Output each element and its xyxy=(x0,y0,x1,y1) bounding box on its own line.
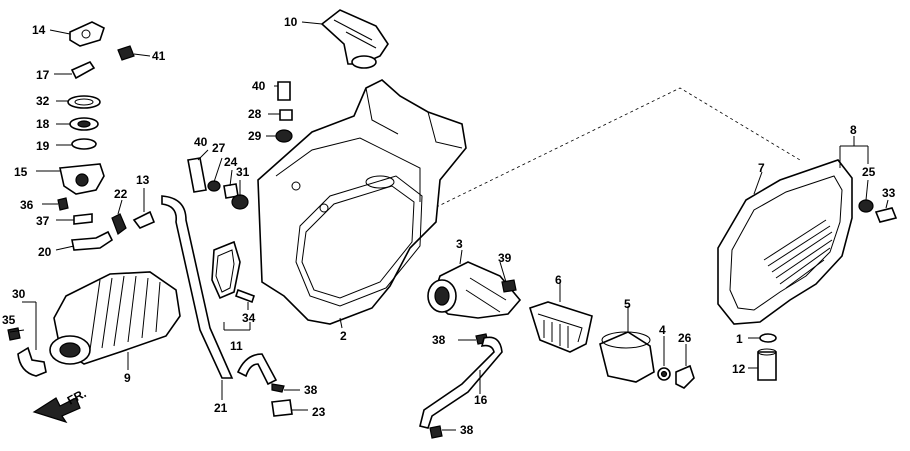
part-15-housing xyxy=(36,163,105,195)
part-5-filter xyxy=(599,306,655,383)
callout-35: 35 xyxy=(2,313,16,327)
callout-38-mid: 38 xyxy=(432,333,446,347)
callout-5: 5 xyxy=(624,297,631,311)
callout-38-lower: 38 xyxy=(304,383,318,397)
leader-lines xyxy=(9,21,507,394)
part-13-joint xyxy=(132,188,156,229)
callout-21: 21 xyxy=(214,401,228,415)
part-32-ring xyxy=(56,95,101,109)
callout-28: 28 xyxy=(248,107,262,121)
callout-24: 24 xyxy=(224,155,238,169)
part-41-bolt xyxy=(117,45,151,61)
callout-37: 37 xyxy=(36,214,50,228)
part-38-clip-bottom xyxy=(429,425,456,439)
callout-2: 2 xyxy=(340,329,347,343)
callout-41: 41 xyxy=(152,49,166,63)
callout-8: 8 xyxy=(850,123,857,137)
part-35-screw xyxy=(7,327,21,341)
callout-32: 32 xyxy=(36,94,50,108)
part-23-plug xyxy=(271,399,308,417)
part-16-drain-tube xyxy=(419,336,503,429)
part-26-wing-bolt xyxy=(675,344,695,389)
reference-line xyxy=(419,87,801,216)
part-34-bolt xyxy=(234,288,256,304)
part-40-bolt-upper xyxy=(277,81,291,101)
part-33-bolt xyxy=(874,199,898,223)
front-direction-arrow xyxy=(32,397,81,424)
part-39-bolt xyxy=(501,279,517,293)
callout-3: 3 xyxy=(456,237,463,251)
callout-38-bottom: 38 xyxy=(460,423,474,437)
part-28-collar xyxy=(279,109,293,121)
part-12-drain-plug xyxy=(748,348,777,381)
callout-16: 16 xyxy=(474,393,488,407)
callout-14: 14 xyxy=(32,23,46,37)
callout-39: 39 xyxy=(498,251,512,265)
part-7-cover xyxy=(717,159,853,325)
part-40-bolt-left xyxy=(187,157,207,193)
part-14-cap xyxy=(69,21,105,47)
callout-26: 26 xyxy=(678,331,692,345)
callout-31: 31 xyxy=(236,165,250,179)
part-18-washer xyxy=(56,117,99,131)
part-10-funnel xyxy=(320,9,389,69)
callout-27: 27 xyxy=(212,141,226,155)
callout-15: 15 xyxy=(14,165,28,179)
callout-12: 12 xyxy=(732,362,746,376)
part-22-clip xyxy=(111,213,127,235)
callout-40-upper: 40 xyxy=(252,79,266,93)
callout-34: 34 xyxy=(242,311,256,325)
callout-30: 30 xyxy=(12,287,26,301)
callout-22: 22 xyxy=(114,187,128,201)
part-29-grommet xyxy=(275,129,293,143)
part-9-intake-duct xyxy=(49,271,181,370)
part-25-grommet xyxy=(858,179,874,213)
part-30-clamp xyxy=(17,301,47,377)
callout-7: 7 xyxy=(758,161,765,175)
part-6-filter-element xyxy=(529,282,593,353)
callout-25: 25 xyxy=(862,165,876,179)
part-11-gasket xyxy=(211,240,251,331)
part-31-grommet xyxy=(231,194,249,210)
part-27-washer xyxy=(207,180,221,192)
part-36-screw xyxy=(42,197,69,211)
part-small-hose xyxy=(236,353,278,386)
part-17-tube xyxy=(54,60,96,80)
callout-33: 33 xyxy=(882,186,896,200)
callout-40-left: 40 xyxy=(194,135,208,149)
callout-13: 13 xyxy=(136,173,150,187)
callout-29: 29 xyxy=(248,129,262,143)
callout-20: 20 xyxy=(38,245,52,259)
part-4-nut xyxy=(657,336,671,381)
part-20-elbow xyxy=(55,230,114,251)
part-8-bracket-lines xyxy=(839,136,869,168)
callout-9: 9 xyxy=(124,371,131,385)
callout-6: 6 xyxy=(555,273,562,287)
callout-36: 36 xyxy=(20,198,34,212)
part-19-seal xyxy=(56,138,97,150)
callout-1: 1 xyxy=(736,332,743,346)
callout-18: 18 xyxy=(36,117,50,131)
callout-23: 23 xyxy=(312,405,326,419)
callout-11: 11 xyxy=(230,339,243,353)
callout-4: 4 xyxy=(659,323,666,337)
part-21-tube xyxy=(161,195,234,400)
part-2-air-cleaner-case xyxy=(257,79,467,329)
callout-10: 10 xyxy=(284,15,298,29)
part-38-clip-lower xyxy=(271,383,300,393)
part-1-clip xyxy=(748,333,777,343)
part-3-connecting-tube xyxy=(427,261,522,319)
callout-17: 17 xyxy=(36,68,50,82)
callout-19: 19 xyxy=(36,139,50,153)
part-37-clip xyxy=(56,213,93,225)
